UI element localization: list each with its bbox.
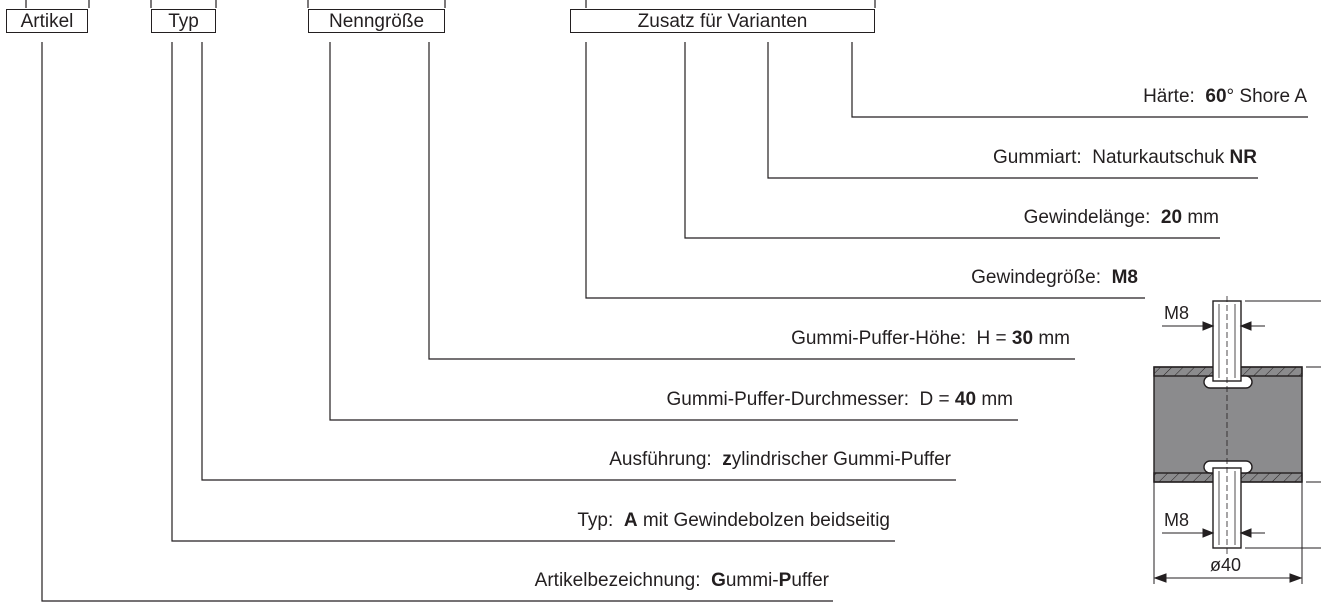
header-zusatz: Zusatz für Varianten — [570, 9, 875, 33]
label-gewindegroesse: Gewindegröße: M8 — [971, 267, 1138, 289]
label-gummiart-bold: NR — [1229, 147, 1257, 168]
thread-bottom-label: M8 — [1164, 510, 1190, 530]
label-ausfuehrung-suffix: ylindrischer Gummi-Puffer — [731, 449, 951, 470]
leader-haerte — [851, 42, 1308, 118]
label-artikelbezeichnung: Artikelbezeichnung: Gummi-Puffer — [535, 570, 829, 592]
label-typ-bold: A — [623, 510, 638, 531]
header-artikel-text: Artikel — [20, 11, 74, 32]
label-hoehe: Gummi-Puffer-Höhe: H = 30 mm — [791, 328, 1070, 350]
leader-gummiart — [767, 42, 1258, 179]
label-typ: Typ: A mit Gewindebolzen beidseitig — [577, 510, 890, 532]
label-haerte-bold: 60 — [1205, 86, 1227, 107]
header-artikel: Artikel — [6, 9, 88, 33]
label-haerte: Härte: 60° Shore A — [1143, 86, 1307, 108]
dimensions — [1153, 300, 1321, 584]
label-durchmesser: Gummi-Puffer-Durchmesser: D = 40 mm — [667, 389, 1013, 411]
label-gummiart: Gummiart: Naturkautschuk NR — [993, 147, 1257, 169]
header-nenngroesse: Nenngröße — [308, 9, 445, 33]
header-nenngroesse-text: Nenngröße — [328, 11, 425, 32]
label-gewindelaenge-suffix: mm — [1182, 207, 1219, 228]
label-ausfuehrung-prefix: Ausführung: — [609, 449, 723, 470]
leader-gewindelaenge — [684, 42, 1220, 239]
label-ausfuehrung-bold: z — [722, 449, 732, 470]
leader-gewindegroesse — [585, 42, 1145, 299]
leader-artikelbezeichnung — [41, 42, 833, 602]
header-typ-text: Typ — [168, 11, 199, 32]
label-hoehe-bold: 30 — [1011, 328, 1034, 349]
header-zusatz-text: Zusatz für Varianten — [637, 11, 808, 32]
label-typ-suffix: mit Gewindebolzen beidseitig — [637, 510, 890, 531]
label-artikelbezeichnung-prefix: Artikelbezeichnung: — [534, 570, 712, 591]
label-ausfuehrung: Ausführung: zylindrischer Gummi-Puffer — [609, 449, 951, 471]
label-artikelbezeichnung-suffix: uffer — [791, 570, 829, 591]
label-haerte-prefix: Härte: — [1143, 86, 1206, 107]
label-gewindelaenge: Gewindelänge: 20 mm — [1024, 207, 1219, 229]
label-durchmesser-bold: 40 — [954, 389, 977, 410]
label-hoehe-prefix: Gummi-Puffer-Höhe: H = — [791, 328, 1012, 349]
leader-ausfuehrung — [201, 42, 956, 481]
label-gewindelaenge-bold: 20 — [1160, 207, 1183, 228]
label-durchmesser-prefix: Gummi-Puffer-Durchmesser: D = — [666, 389, 955, 410]
label-durchmesser-suffix: mm — [976, 389, 1013, 410]
label-gummiart-prefix: Gummiart: Naturkautschuk — [993, 147, 1230, 168]
header-typ: Typ — [151, 9, 216, 33]
label-hoehe-suffix: mm — [1033, 328, 1070, 349]
label-gewindegroesse-bold: M8 — [1111, 267, 1138, 288]
label-artikelbezeichnung-mid: ummi- — [725, 570, 779, 591]
label-gewindegroesse-prefix: Gewindegröße: — [971, 267, 1112, 288]
leader-typ — [171, 42, 895, 542]
leader-durchmesser — [329, 42, 1018, 421]
label-artikelbezeichnung-bold: G — [711, 570, 726, 591]
label-typ-prefix: Typ: — [577, 510, 624, 531]
label-haerte-suffix: ° Shore A — [1226, 86, 1307, 107]
leader-hoehe — [428, 42, 1075, 360]
buffer-drawing — [1153, 296, 1303, 556]
label-artikelbezeichnung-bold2: P — [778, 570, 792, 591]
diameter-label: ø40 — [1210, 555, 1242, 575]
thread-top-label: M8 — [1164, 303, 1190, 323]
label-gewindelaenge-prefix: Gewindelänge: — [1023, 207, 1161, 228]
